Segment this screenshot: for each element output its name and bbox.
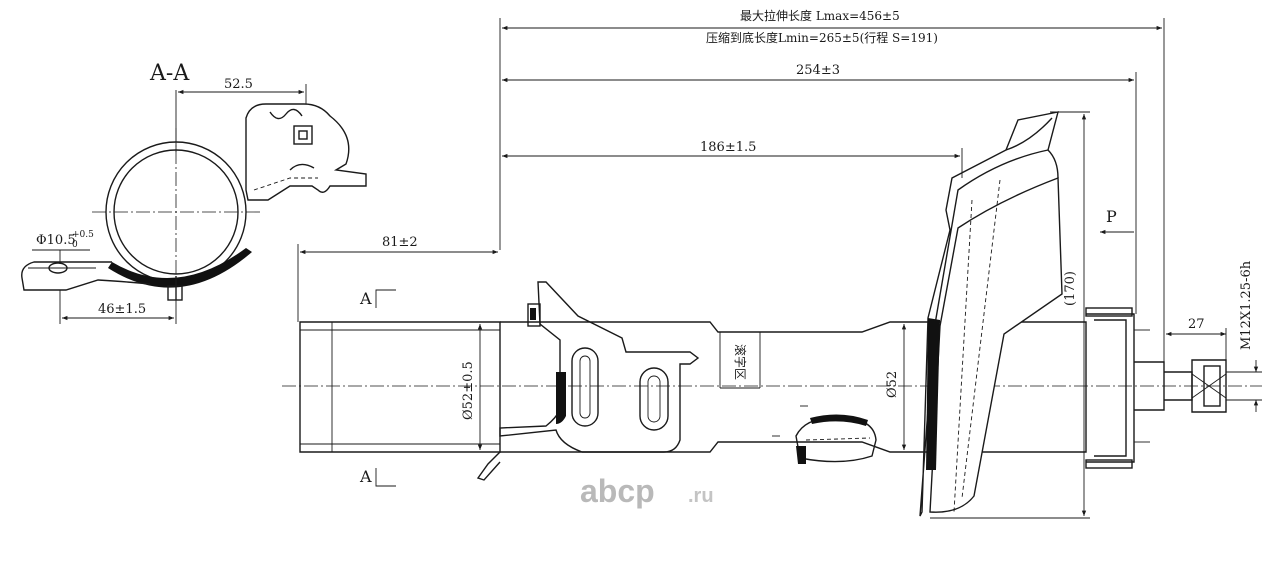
length-186-dim: 186±1.5 bbox=[700, 140, 756, 155]
max-length-dim: 最大拉伸长度 Lmax=456±5 bbox=[740, 8, 900, 23]
width-dim-52-5: 52.5 bbox=[224, 77, 253, 92]
length-254-dim: 254±3 bbox=[796, 63, 840, 78]
hole-tol-upper: +0.5 bbox=[72, 230, 94, 240]
min-length-dim: 压缩到底长度Lmin=265±5(行程 S=191) bbox=[706, 30, 938, 45]
hole-dim: Φ10.5 bbox=[36, 233, 76, 248]
thread-length-dim: 27 bbox=[1188, 317, 1205, 332]
section-marker-top: A bbox=[359, 289, 372, 308]
thread-spec-dim: M12X1.25-6h bbox=[1239, 260, 1254, 350]
height-170-dim: (170) bbox=[1063, 271, 1078, 306]
watermark-tld: .ru bbox=[688, 485, 714, 507]
watermark-brand: abcp bbox=[580, 473, 655, 509]
section-marker-bottom: A bbox=[359, 467, 372, 486]
length-81-dim: 81±2 bbox=[382, 235, 418, 250]
offset-dim: 46±1.5 bbox=[98, 302, 146, 317]
dia-52-dim: Ø52 bbox=[885, 371, 900, 398]
hole-tol-lower: 0 bbox=[72, 240, 78, 250]
dia-52-tol-dim: Ø52±0.5 bbox=[461, 361, 476, 420]
section-title: A-A bbox=[149, 61, 190, 86]
section-a-a-view: A-A 52.5 Φ10.5 +0.5 0 46± bbox=[21, 61, 367, 324]
view-p-label: P bbox=[1106, 207, 1117, 226]
abcp-watermark: abcp .ru bbox=[580, 473, 714, 509]
stamp-area-label: 滚字区 bbox=[733, 344, 748, 380]
shock-absorber-body: 滚字区 Ø52±0.5 Ø52 bbox=[282, 111, 1262, 519]
section-markers: A A bbox=[359, 289, 396, 487]
overall-dimensions: 最大拉伸长度 Lmax=456±5 压缩到底长度Lmin=265±5(行程 S=… bbox=[297, 8, 1165, 372]
